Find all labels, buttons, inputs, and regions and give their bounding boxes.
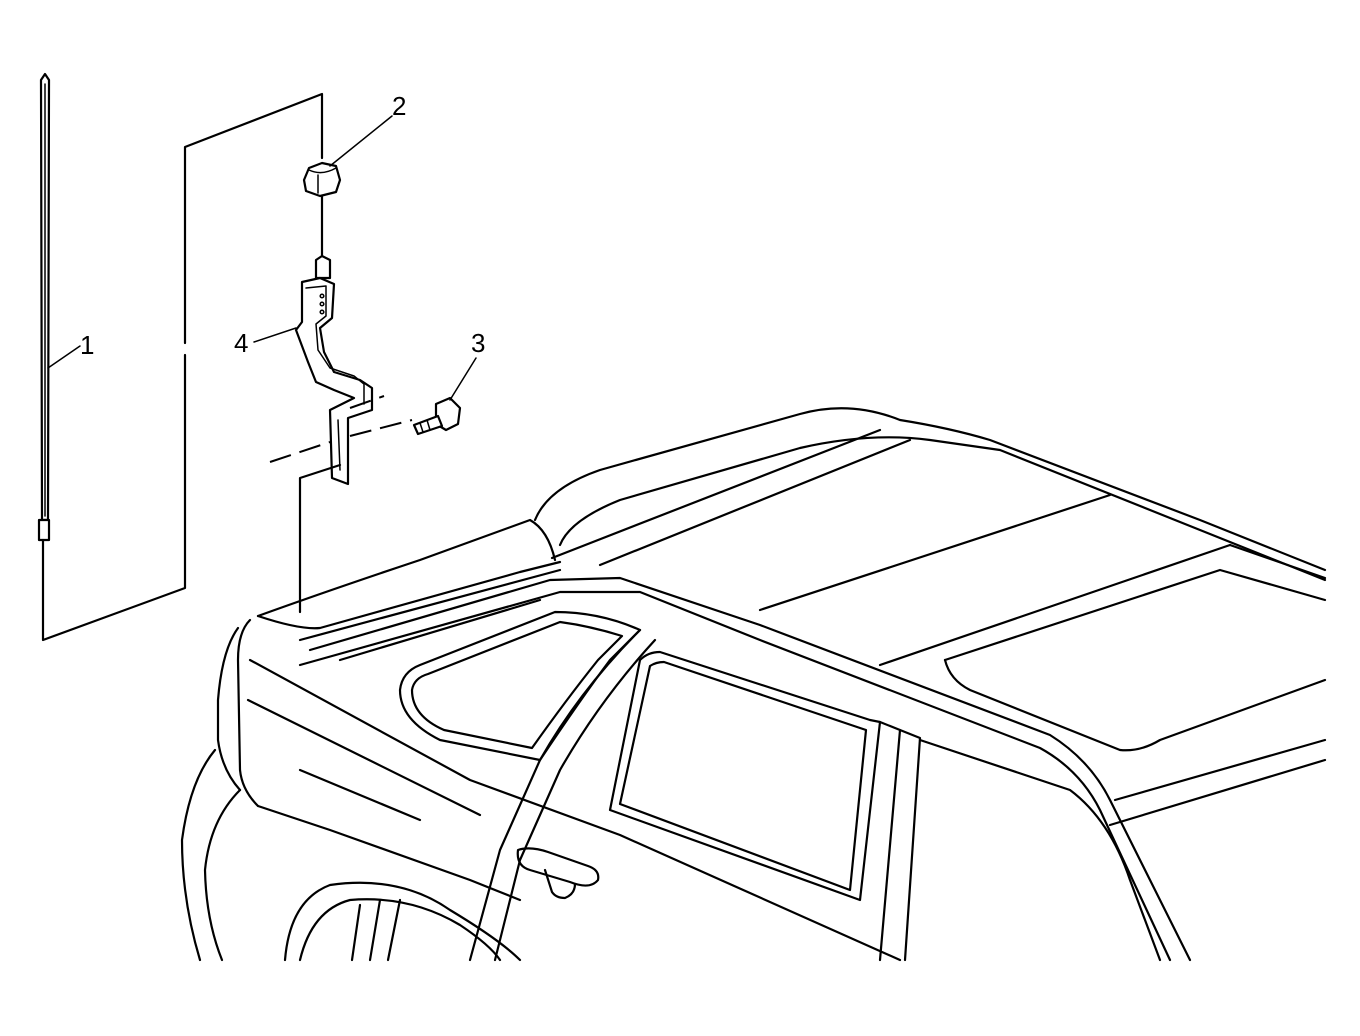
- alignment-line-bolt: [269, 419, 413, 463]
- exploded-view-frame: [41, 92, 324, 642]
- callout-2: 2: [392, 91, 406, 121]
- antenna-bracket: [294, 254, 374, 486]
- alignment-line-bracket: [349, 395, 385, 409]
- mounting-bolt: [412, 396, 462, 436]
- antenna-grommet: [302, 161, 342, 198]
- callout-1: 1: [80, 330, 94, 360]
- callout-3: 3: [471, 328, 485, 358]
- callout-4: 4: [234, 328, 248, 358]
- vehicle-body: [180, 407, 1327, 962]
- antenna-mast: [37, 72, 51, 542]
- callout-leaders: [47, 115, 477, 401]
- mounting-location-leader: [298, 463, 342, 614]
